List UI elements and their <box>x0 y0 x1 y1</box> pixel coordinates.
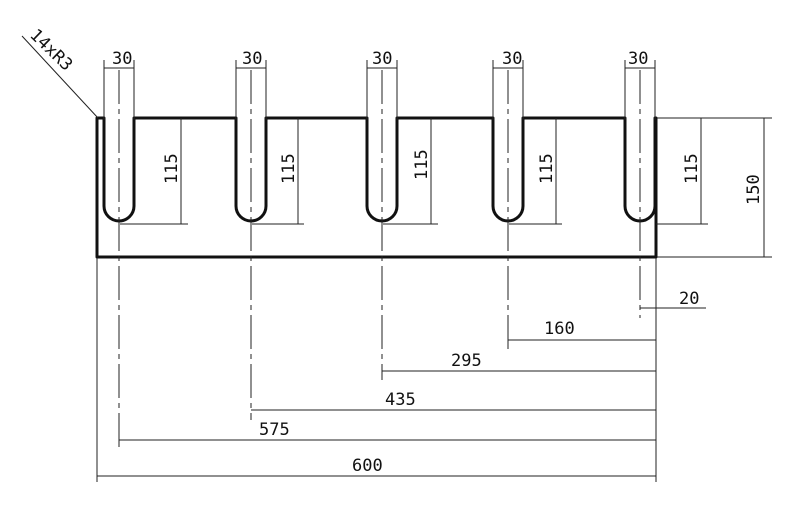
overall-height-dimension: 150 <box>657 117 772 258</box>
offset-dim-600: 600 <box>97 456 656 477</box>
slot-depth-label-2: 115 <box>279 153 299 184</box>
slot-depth-dimensions: 115 115 115 115 115 <box>120 118 708 225</box>
offset-label-295: 295 <box>451 351 482 371</box>
slot-width-label-3: 30 <box>372 49 392 69</box>
slot-depth-dim-5: 115 <box>656 118 708 225</box>
slot-depth-dim-3: 115 <box>383 118 438 225</box>
offset-label-600: 600 <box>352 456 383 476</box>
offset-dim-20: 20 <box>640 289 706 309</box>
slot-width-dimensions: 30 30 30 30 30 <box>103 49 656 120</box>
slot-width-dim-3: 30 <box>366 49 398 120</box>
slot-centerlines <box>118 70 641 450</box>
slot-width-dim-1: 30 <box>103 49 135 120</box>
slot-depth-label-3: 115 <box>412 149 432 180</box>
offset-dim-575: 575 <box>119 420 656 441</box>
offset-label-160: 160 <box>544 319 575 339</box>
offset-dim-160: 160 <box>508 319 656 341</box>
offset-dimensions: 20 160 295 435 575 600 <box>96 258 706 482</box>
slot-depth-dim-1: 115 <box>120 118 188 225</box>
slot-depth-dim-2: 115 <box>252 118 304 225</box>
slot-width-label-1: 30 <box>112 49 132 69</box>
offset-dim-295: 295 <box>382 351 656 372</box>
offset-label-20: 20 <box>679 289 699 309</box>
slot-width-dim-5: 30 <box>624 49 656 120</box>
overall-height-label: 150 <box>744 174 764 205</box>
offset-dim-435: 435 <box>251 390 656 411</box>
offset-label-575: 575 <box>259 420 290 440</box>
radius-callout: 14xR3 <box>21 25 99 119</box>
slot-width-dim-4: 30 <box>492 49 524 120</box>
slot-depth-label-4: 115 <box>537 153 557 184</box>
slot-width-label-2: 30 <box>242 49 262 69</box>
slot-width-label-4: 30 <box>502 49 522 69</box>
part-outline <box>95 116 658 259</box>
slot-depth-label-1: 115 <box>162 153 182 184</box>
slot-depth-label-5: 115 <box>682 153 702 184</box>
slot-width-dim-2: 30 <box>235 49 267 120</box>
slot-depth-dim-4: 115 <box>509 118 562 225</box>
slot-width-label-5: 30 <box>628 49 648 69</box>
offset-label-435: 435 <box>385 390 416 410</box>
